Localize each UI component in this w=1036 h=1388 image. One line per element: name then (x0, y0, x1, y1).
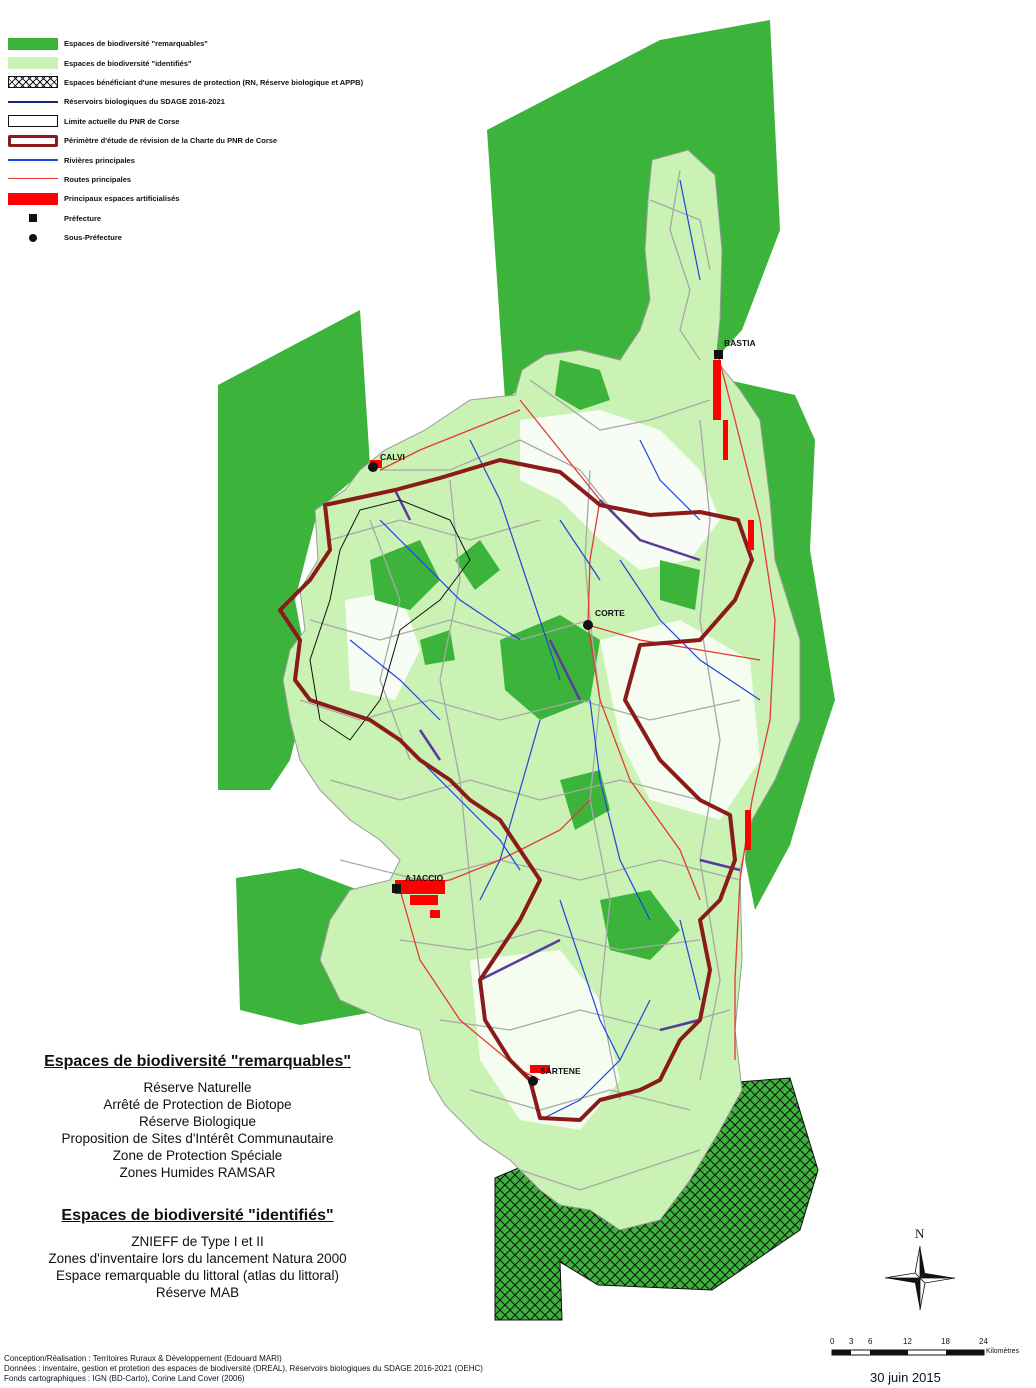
remarquables-item: Arrêté de Protection de Biotope (103, 1097, 292, 1112)
city-label-corte: CORTE (595, 608, 625, 618)
marine-zone-west (218, 310, 370, 790)
pnr-current-limit (309, 499, 471, 741)
black-outline-icon (8, 115, 58, 128)
remarquables-block: Espaces de biodiversité "remarquables" R… (0, 1053, 395, 1181)
remarquables-heading: Espaces de biodiversité "remarquables" (44, 1053, 351, 1070)
remarquables-item: Réserve Biologique (138, 1114, 257, 1129)
green-fill-icon (8, 37, 58, 50)
sartene-marker (528, 1076, 538, 1086)
legend-item: Sous-Préfecture (8, 228, 478, 247)
legend-label: Limite actuelle du PNR de Corse (64, 116, 180, 126)
legend-item: Périmètre d'étude de révision de la Char… (8, 131, 478, 150)
square-icon (8, 212, 58, 224)
lightgreen-fill-icon (8, 57, 58, 70)
identifies-item: Réserve MAB (155, 1285, 240, 1300)
scale-tick-label: 24 (979, 1337, 988, 1346)
scale-unit-label: Kilomètres (986, 1348, 1020, 1355)
navy-line-icon (8, 96, 58, 108)
legend-item: Espaces de biodiversité "remarquables" (8, 34, 478, 53)
north-label: N (915, 1226, 925, 1241)
white-area-north (520, 410, 720, 570)
red-line-icon (8, 173, 58, 185)
legend-item: Limite actuelle du PNR de Corse (8, 112, 478, 131)
red-fill-icon (8, 192, 58, 205)
hatch-icon (8, 76, 58, 89)
pnr-study-perimeter (278, 458, 754, 1122)
city-label-ajaccio: AJACCIO (405, 873, 444, 883)
legend-item: Rivières principales (8, 150, 478, 169)
red-outline-icon (8, 134, 58, 147)
ajaccio-marker (392, 884, 401, 893)
legend-item: Espaces de biodiversité "identifiés" (8, 53, 478, 72)
identifies-item: ZNIEFF de Type I et II (131, 1234, 264, 1249)
remarquables-item: Proposition de Sites d'Intérêt Communaut… (61, 1131, 334, 1146)
scale-tick-label: 18 (941, 1337, 950, 1346)
legend-item: Routes principales (8, 170, 478, 189)
biological-reservoirs (393, 489, 741, 1032)
credits-line: Données : inventaire, gestion et proteti… (4, 1364, 483, 1373)
credits-line: Fonds cartographiques : IGN (BD-Carto), … (4, 1374, 245, 1383)
city-label-bastia: BASTIA (724, 338, 756, 348)
remarquables-item: Zones Humides RAMSAR (119, 1165, 276, 1180)
legend-label: Périmètre d'étude de révision de la Char… (64, 136, 278, 146)
legend-item: Réservoirs biologiques du SDAGE 2016-202… (8, 92, 478, 111)
rivers (349, 179, 761, 1121)
legend-label: Espaces de biodiversité "identifiés" (64, 58, 192, 68)
legend-item: Préfecture (8, 209, 478, 228)
compass-rose (884, 1245, 956, 1311)
map-credits: Conception/Réalisation : Territoires Rur… (4, 1354, 483, 1384)
credits-line: Conception/Réalisation : Territoires Rur… (4, 1354, 282, 1363)
legend-label: Espaces bénéficiant d'une mesures de pro… (64, 77, 364, 87)
scale-tick-label: 0 (830, 1337, 835, 1346)
road-network (299, 169, 741, 1191)
map-date: 30 juin 2015 (870, 1370, 941, 1385)
dot-icon (8, 232, 58, 244)
corte-marker (583, 620, 593, 630)
scale-tick-label: 12 (903, 1337, 912, 1346)
white-area-west (345, 590, 420, 700)
blue-line-icon (8, 154, 58, 166)
legend-label: Routes principales (64, 174, 132, 184)
calvi-marker (368, 462, 378, 472)
legend-label: Préfecture (64, 213, 102, 223)
scale-bar (831, 1349, 985, 1356)
legend-label: Réservoirs biologiques du SDAGE 2016-202… (64, 97, 225, 107)
identifies-item: Zones d'inventaire lors du lancement Nat… (48, 1251, 347, 1266)
legend-label: Sous-Préfecture (64, 233, 122, 243)
map-legend: Espaces de biodiversité "remarquables" E… (8, 34, 478, 247)
city-label-calvi: CALVI (380, 452, 405, 462)
bastia-marker (714, 350, 723, 359)
identifies-heading: Espaces de biodiversité "identifiés" (61, 1207, 334, 1224)
identifies-block: Espaces de biodiversité "identifiés" ZNI… (0, 1207, 395, 1301)
legend-label: Principaux espaces artificialisés (64, 194, 180, 204)
legend-label: Espaces de biodiversité "remarquables" (64, 39, 208, 49)
legend-item: Principaux espaces artificialisés (8, 189, 478, 208)
city-label-sartene: SARTENE (540, 1066, 581, 1076)
remarquables-item: Zone de Protection Spéciale (112, 1148, 283, 1163)
legend-label: Rivières principales (64, 155, 135, 165)
scale-tick-label: 3 (849, 1337, 854, 1346)
identifies-item: Espace remarquable du littoral (atlas du… (56, 1268, 339, 1283)
scale-tick-label: 6 (868, 1337, 873, 1346)
legend-item: Espaces bénéficiant d'une mesures de pro… (8, 73, 478, 92)
white-area-south (470, 950, 620, 1130)
white-area-center (600, 620, 760, 820)
remarquables-item: Réserve Naturelle (143, 1080, 252, 1095)
